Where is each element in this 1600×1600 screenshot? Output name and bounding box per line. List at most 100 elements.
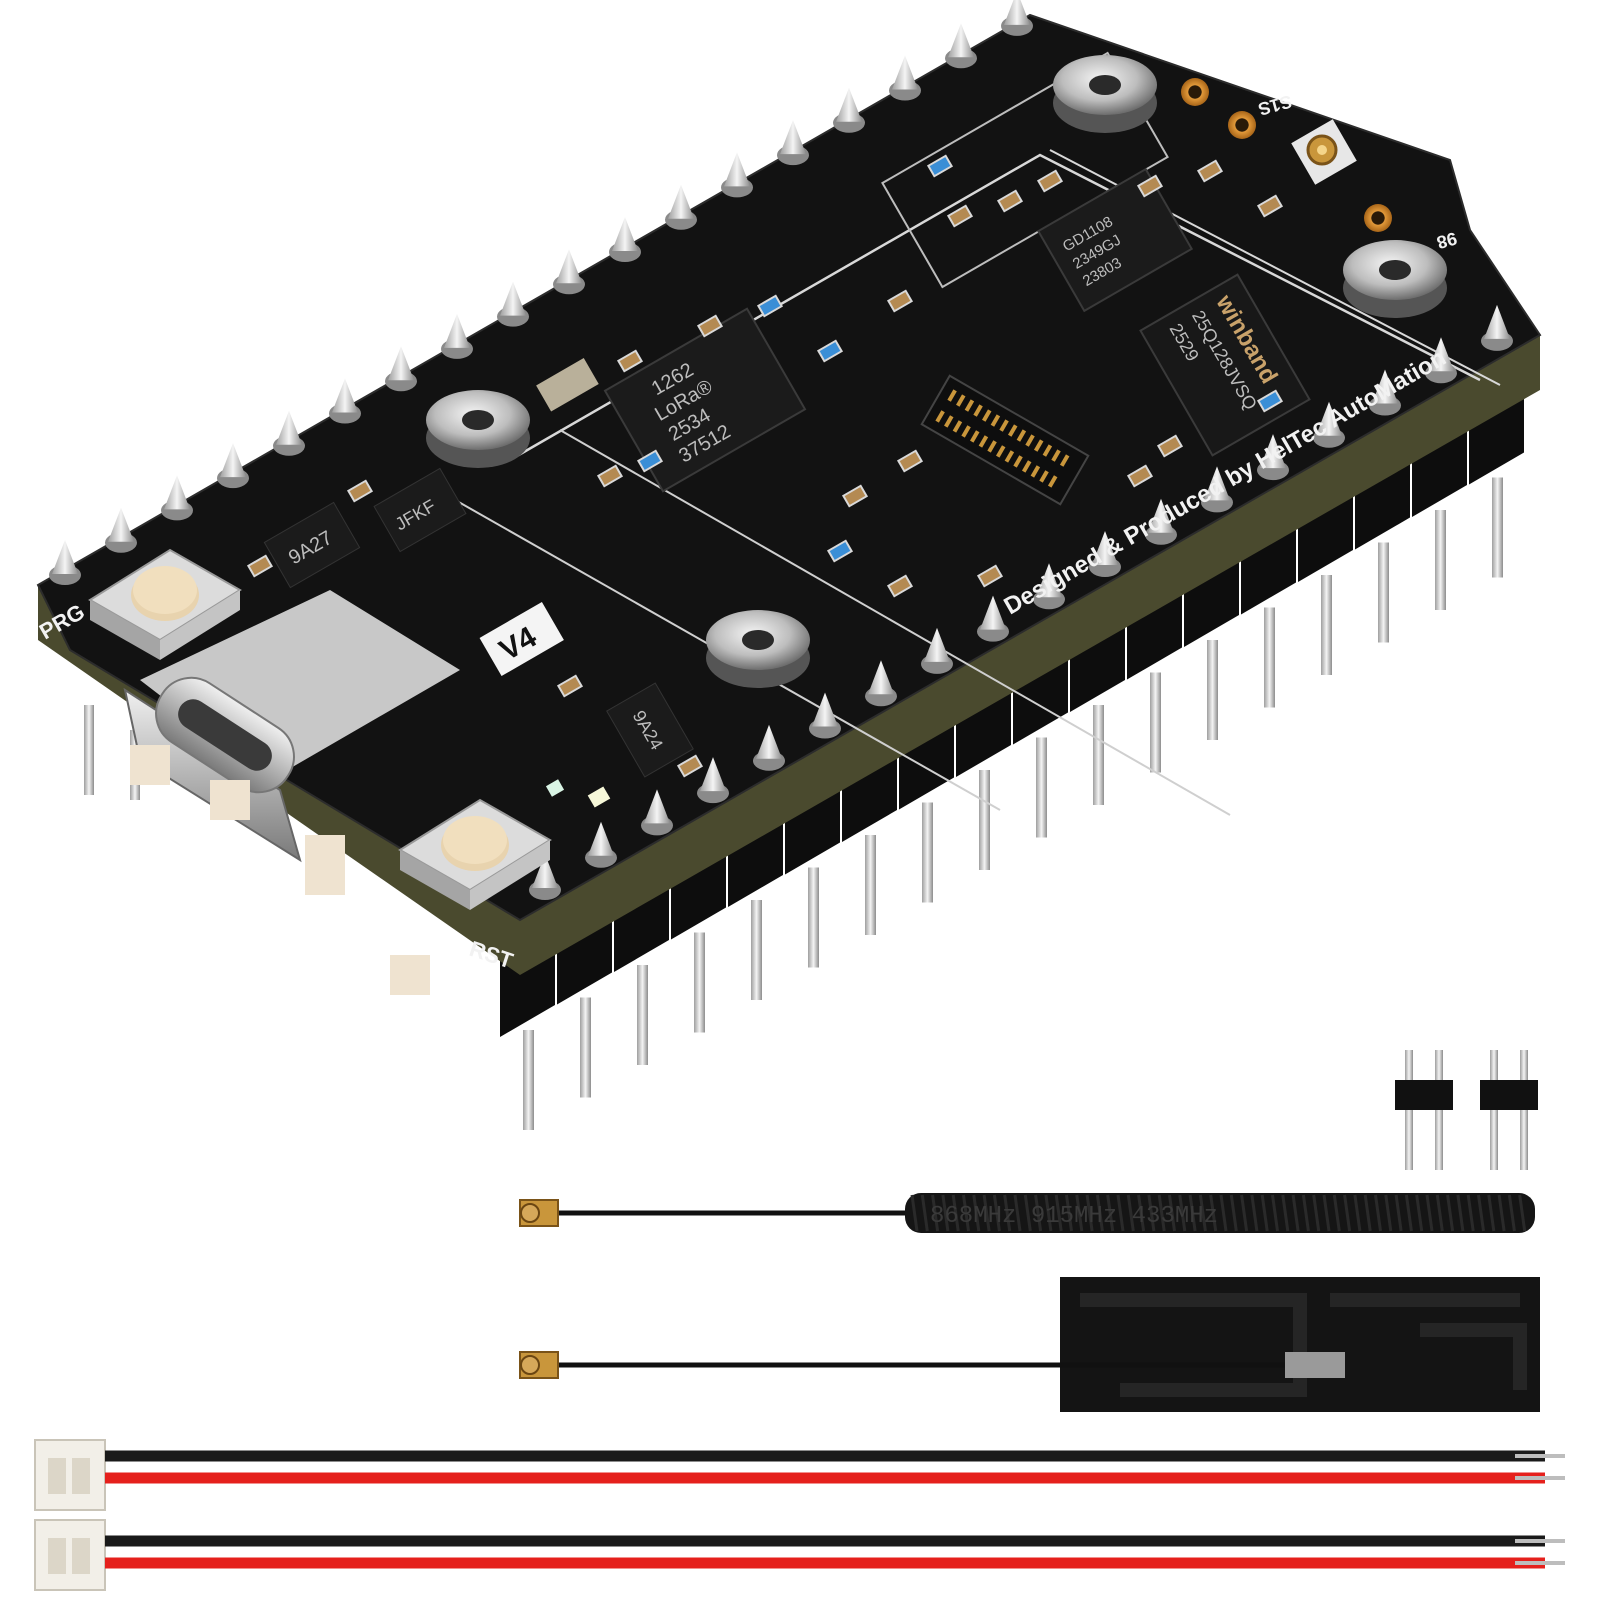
pin-tip bbox=[700, 757, 726, 792]
header-pin bbox=[1150, 672, 1161, 773]
coil-rib bbox=[1023, 1194, 1032, 1232]
coil-rib bbox=[992, 1194, 1001, 1232]
pin-tip bbox=[644, 789, 670, 824]
jst-connector-under-board bbox=[130, 745, 430, 995]
coil-rib bbox=[1168, 1194, 1176, 1232]
coil-rib bbox=[1446, 1194, 1455, 1232]
crystal-oscillator bbox=[536, 358, 599, 412]
regulator-chip-1: 9A27 bbox=[263, 501, 361, 589]
header-pin bbox=[637, 965, 648, 1065]
coil-rib bbox=[1065, 1194, 1073, 1232]
smd-component bbox=[946, 204, 974, 228]
coil-rib bbox=[1291, 1194, 1300, 1232]
smd-component bbox=[1136, 174, 1164, 198]
spring-antenna: 868MHz 915MHz 433MHz bbox=[519, 1193, 1535, 1233]
flat-fpc-antenna bbox=[519, 1277, 1540, 1412]
regulator-chip-2: JFKF bbox=[373, 467, 467, 553]
prg-button[interactable] bbox=[88, 548, 242, 660]
rst-button[interactable] bbox=[398, 798, 552, 910]
connector-contact bbox=[1008, 424, 1018, 437]
coil-rib bbox=[931, 1194, 940, 1232]
header-pin bbox=[922, 802, 933, 903]
coil-rib bbox=[1322, 1194, 1331, 1232]
pin-tip bbox=[1484, 304, 1510, 339]
coil-rib bbox=[1178, 1194, 1187, 1232]
header-pin bbox=[1378, 542, 1389, 643]
coil-rib bbox=[1301, 1194, 1310, 1232]
coil-rib bbox=[1518, 1194, 1527, 1232]
coil-rib bbox=[1095, 1194, 1104, 1232]
coil-rib bbox=[1137, 1194, 1146, 1232]
coil-rib bbox=[1116, 1194, 1125, 1232]
coil-rib bbox=[1126, 1194, 1135, 1232]
coil-rib bbox=[1507, 1194, 1516, 1232]
connector-contact bbox=[1042, 444, 1053, 457]
smd-component bbox=[246, 554, 274, 578]
smd-component bbox=[826, 539, 854, 563]
connector-contact bbox=[1021, 460, 1032, 473]
smd-component bbox=[616, 349, 644, 373]
smd-component bbox=[996, 189, 1024, 213]
pin-tip bbox=[668, 184, 694, 219]
coil-rib bbox=[1106, 1194, 1115, 1232]
pin-tip bbox=[108, 507, 134, 542]
coil-rib bbox=[1044, 1194, 1053, 1232]
smd-component bbox=[1036, 169, 1064, 193]
smd-component bbox=[636, 449, 664, 473]
smd-component bbox=[1256, 389, 1284, 413]
coil-rib bbox=[1415, 1194, 1424, 1232]
pin-tip bbox=[1372, 369, 1398, 404]
pin-tip bbox=[388, 346, 414, 381]
coil-rib bbox=[1250, 1194, 1259, 1232]
coil-rib bbox=[1003, 1194, 1012, 1232]
smd-component bbox=[1196, 159, 1224, 183]
header-pin bbox=[580, 997, 591, 1098]
coil-rib bbox=[1085, 1194, 1094, 1232]
gold-test-pads bbox=[1181, 78, 1392, 232]
smd-component bbox=[886, 574, 914, 598]
pin-tip bbox=[836, 87, 862, 122]
connector-contact bbox=[973, 404, 983, 417]
pin-tip bbox=[1036, 563, 1062, 598]
connector-contact bbox=[944, 415, 954, 428]
pin-tip bbox=[276, 410, 302, 445]
coil-rib bbox=[972, 1194, 981, 1232]
pin-tip bbox=[52, 540, 78, 574]
battery-cable-2 bbox=[34, 1519, 1565, 1591]
coil-rib bbox=[1374, 1194, 1382, 1232]
power-led bbox=[545, 779, 565, 797]
connector-contact bbox=[978, 435, 989, 448]
coil-rib bbox=[1054, 1194, 1063, 1232]
smd-component bbox=[596, 464, 624, 488]
coil-rib bbox=[1157, 1194, 1166, 1232]
coil-rib bbox=[1240, 1194, 1249, 1232]
header-pin bbox=[1264, 607, 1275, 708]
pin-tip bbox=[1428, 337, 1454, 372]
coil-rib bbox=[1487, 1194, 1496, 1232]
connector-contact bbox=[935, 410, 945, 423]
coil-rib bbox=[951, 1194, 960, 1232]
connector-contact bbox=[947, 389, 957, 402]
flash-chip: winband 25Q128JVSQ 2529 bbox=[1139, 273, 1311, 457]
pin-tip bbox=[1316, 401, 1342, 436]
connector-contact bbox=[952, 420, 963, 433]
connector-contact bbox=[1047, 475, 1058, 488]
connector-contact bbox=[990, 414, 1001, 427]
pin-tip bbox=[612, 217, 638, 251]
smd-component bbox=[1256, 194, 1284, 218]
coil-rib bbox=[1209, 1194, 1218, 1232]
ufl-connector-icon bbox=[1291, 119, 1357, 185]
connector-contact bbox=[1016, 429, 1027, 442]
connector-contact bbox=[982, 409, 992, 422]
board-to-board-connector bbox=[920, 374, 1090, 506]
smd-component bbox=[976, 564, 1004, 588]
spring-antenna-print: 868MHz 915MHz 433MHz bbox=[930, 1203, 1218, 1230]
pin-tip bbox=[812, 692, 838, 727]
pin-tip bbox=[444, 313, 470, 348]
header-pin bbox=[694, 932, 705, 1033]
pin-tip bbox=[1004, 0, 1030, 25]
header-pin bbox=[523, 1030, 534, 1130]
coil-rib bbox=[1466, 1194, 1475, 1232]
coil-rib bbox=[1281, 1194, 1290, 1232]
status-led bbox=[587, 786, 611, 808]
